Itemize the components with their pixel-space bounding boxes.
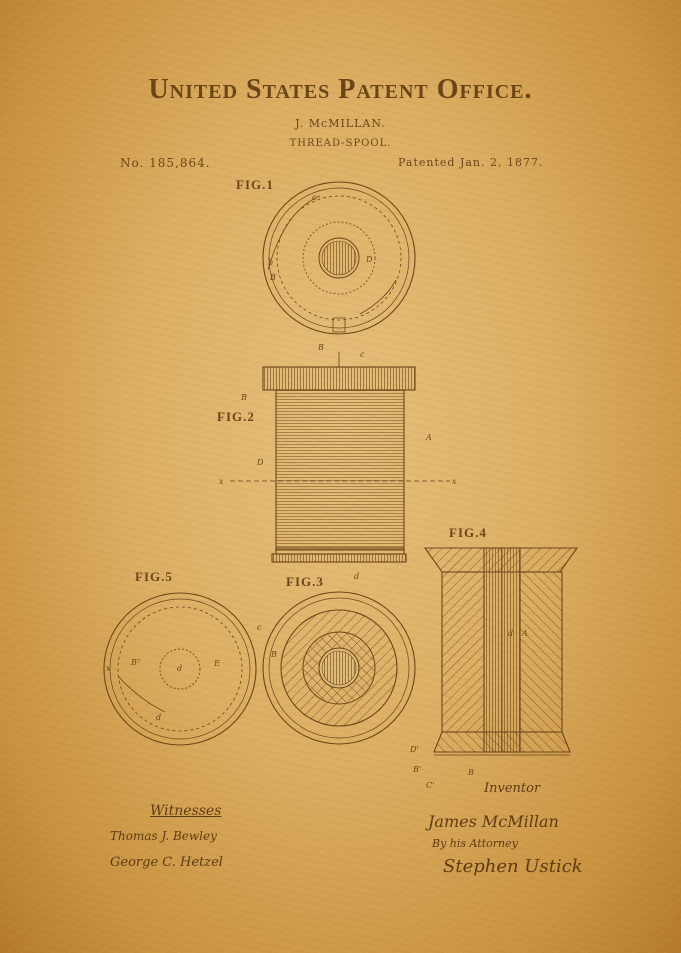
- ref-B-fig1: B: [269, 273, 276, 282]
- reference-letters: c b B D B c B A D x x d x B² d E d c B d…: [106, 193, 528, 790]
- ref-d-fig4: d: [508, 629, 513, 638]
- fig3-drawing: [262, 591, 416, 745]
- inventor-name: J. McMILLAN.: [295, 117, 386, 130]
- ref-c-fig3: c: [257, 623, 262, 632]
- witness-signature-2: George C. Hetzel: [110, 855, 223, 870]
- inventor-heading: Inventor: [484, 781, 541, 796]
- ref-B-fig2-left: B: [240, 393, 247, 402]
- patent-date: Patented Jan. 2, 1877.: [398, 156, 544, 169]
- fig4-drawing: [423, 547, 579, 756]
- ref-A-fig4: A: [521, 629, 528, 638]
- fig5-label: FIG.5: [135, 569, 173, 584]
- patent-number: No. 185,864.: [120, 156, 211, 170]
- ref-B-fig3: B: [270, 650, 277, 659]
- ref-C1-fig4: C': [426, 781, 434, 790]
- fig2-drawing: [230, 352, 450, 563]
- ref-x-left: x: [219, 477, 224, 486]
- invention-title: THREAD-SPOOL.: [289, 138, 392, 149]
- ref-d-fig2: d: [354, 572, 359, 581]
- attorney-line: By his Attorney: [432, 837, 518, 850]
- ref-D-fig1: D: [365, 255, 373, 264]
- ref-E-fig5: E: [213, 659, 220, 668]
- ref-D1-fig4: D': [409, 745, 419, 754]
- office-title: United States Patent Office.: [148, 74, 533, 105]
- ref-D-fig2: D: [256, 458, 264, 467]
- fig2-label: FIG.2: [217, 409, 255, 424]
- ref-B-fig4: B: [467, 768, 474, 777]
- ref-A-fig2: A: [425, 433, 432, 442]
- ref-b-fig1: b: [268, 258, 273, 267]
- attorney-signature: Stephen Ustick: [443, 856, 583, 877]
- ref-B-fig2: B: [317, 343, 324, 352]
- ref-d-fig5-lower: d: [156, 713, 161, 722]
- fig1-drawing: [262, 181, 416, 335]
- inventor-signature: James McMillan: [428, 812, 559, 831]
- witness-signature-1: Thomas J. Bewley: [110, 829, 217, 843]
- ref-c-fig1: c: [312, 193, 317, 202]
- ref-B1-fig4: B': [412, 765, 421, 774]
- ref-x-fig5: x: [106, 664, 111, 673]
- witnesses-heading: Witnesses: [150, 803, 222, 819]
- ref-x-right: x: [452, 477, 457, 486]
- ref-B2-fig5: B²: [130, 658, 140, 667]
- fig1-label: FIG.1: [236, 177, 274, 192]
- ref-d-fig5: d: [177, 664, 182, 673]
- fig3-label: FIG.3: [286, 574, 324, 589]
- fig5-drawing: [103, 592, 257, 746]
- ref-c-fig2: c: [360, 350, 365, 359]
- fig4-label: FIG.4: [449, 525, 487, 540]
